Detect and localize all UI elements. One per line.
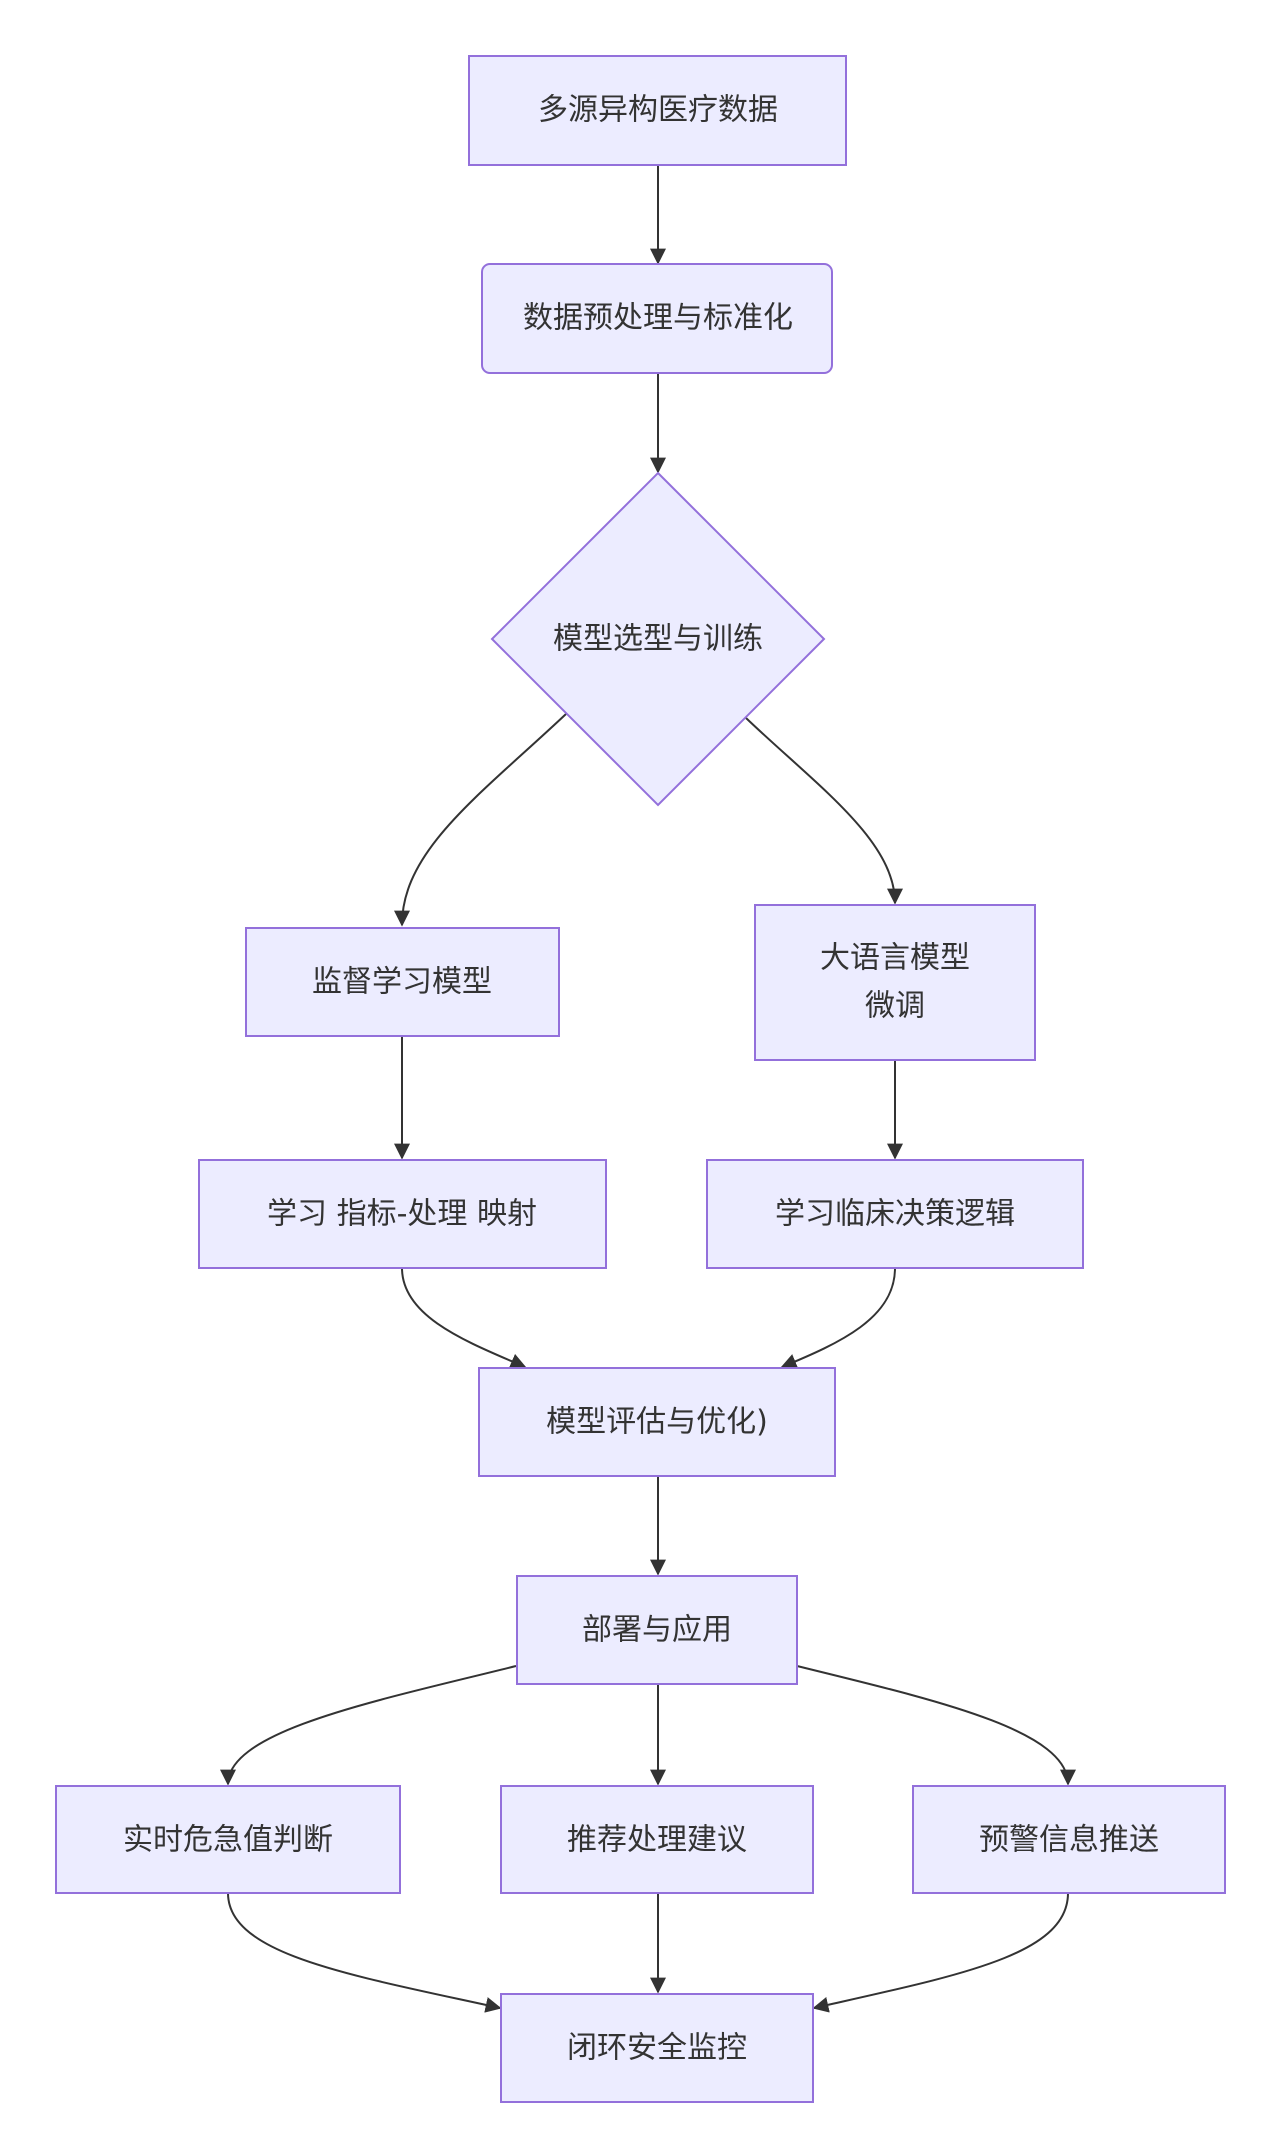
edges — [220, 165, 1076, 2013]
node-learn-logic: 学习临床决策逻辑 — [706, 1159, 1084, 1269]
node-label: 多源异构医疗数据 — [538, 93, 778, 128]
edge-alert-push-to-closed-loop — [812, 1892, 1069, 2013]
node-label-line1: 大语言模型 — [820, 941, 970, 976]
node-llm-finetune: 大语言模型 微调 — [754, 904, 1036, 1061]
edge-model-select-to-llm-finetune — [745, 717, 903, 905]
node-supervised: 监督学习模型 — [245, 927, 560, 1037]
node-preprocess: 数据预处理与标准化 — [481, 263, 833, 374]
node-data-sources: 多源异构医疗数据 — [468, 55, 847, 166]
edge-critical-value-to-closed-loop — [227, 1892, 502, 2013]
node-label: 模型选型与训练 — [553, 622, 763, 657]
edge-learn-logic-to-evaluate — [780, 1267, 896, 1369]
node-label: 实时危急值判断 — [123, 1823, 333, 1858]
node-label: 学习临床决策逻辑 — [775, 1197, 1015, 1232]
edge-model-select-to-supervised — [394, 713, 567, 927]
edge-deploy-to-alert-push — [796, 1665, 1076, 1786]
node-label: 推荐处理建议 — [567, 1823, 747, 1858]
node-learn-mapping: 学习 指标-处理 映射 — [198, 1159, 607, 1269]
node-critical-value: 实时危急值判断 — [55, 1785, 401, 1894]
node-alert-push: 预警信息推送 — [912, 1785, 1226, 1894]
node-deploy: 部署与应用 — [516, 1575, 798, 1685]
node-label-line2: 微调 — [865, 989, 925, 1024]
node-label: 部署与应用 — [582, 1613, 732, 1648]
node-label: 模型评估与优化) — [546, 1405, 768, 1440]
node-recommend: 推荐处理建议 — [500, 1785, 814, 1894]
node-label: 学习 指标-处理 映射 — [267, 1197, 537, 1232]
node-label: 预警信息推送 — [979, 1823, 1159, 1858]
node-label: 监督学习模型 — [312, 965, 492, 1000]
node-evaluate: 模型评估与优化) — [478, 1367, 836, 1477]
node-model-select: 模型选型与训练 — [490, 471, 826, 807]
node-label: 数据预处理与标准化 — [523, 301, 793, 336]
node-label: 闭环安全监控 — [567, 2031, 747, 2066]
node-closed-loop: 闭环安全监控 — [500, 1993, 814, 2103]
edge-deploy-to-critical-value — [220, 1665, 517, 1786]
edge-learn-mapping-to-evaluate — [401, 1267, 527, 1369]
